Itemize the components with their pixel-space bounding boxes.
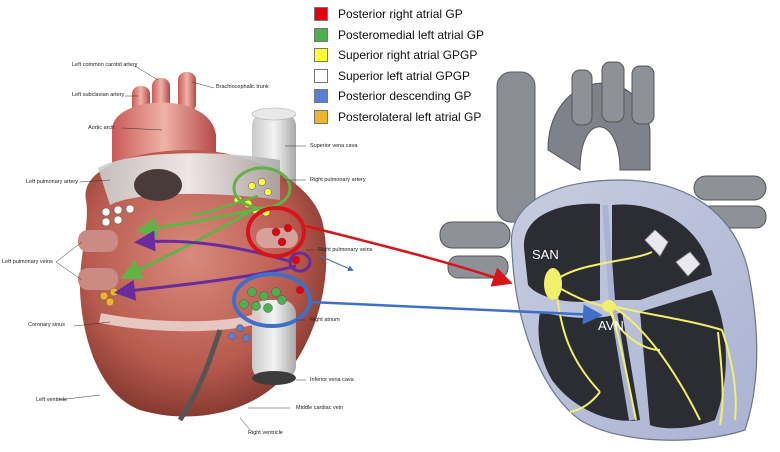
label-left-ventricle: Left ventricle (36, 397, 68, 403)
label-left-common-carotid: Left common carotid artery (72, 62, 138, 68)
label-brachiocephalic: Brachiocephalic trunk (216, 84, 269, 90)
label-left-pulmonary-artery: Left pulmonary artery (26, 179, 78, 185)
gp-connections (114, 166, 354, 328)
posterior-right-gp-oval (246, 206, 306, 258)
legend-item-superior-left-atrial: Superior left atrial GPGP (314, 66, 534, 87)
legend-item-superior-right-atrial: Superior right atrial GPGP (314, 45, 534, 66)
label-right-pulmonary-veins: Right pulmonary veins (318, 247, 373, 253)
label-avn: AVN (598, 318, 624, 333)
legend-label: Posterior descending GP (338, 89, 472, 104)
label-right-atrium: Right atrium (310, 317, 340, 323)
arrow-to-san (305, 224, 513, 287)
label-middle-cardiac-vein: Middle cardiac vein (296, 405, 344, 411)
inferior-vena-cava-vessel (252, 300, 296, 380)
legend-swatch (314, 48, 328, 63)
svc-opening (251, 107, 297, 121)
ivc-opening (252, 371, 296, 385)
right-pulmonary-vein-upper (256, 228, 298, 248)
legend-item-posteromedial-left-atrial: Posteromedial left atrial GP (314, 25, 534, 46)
left-pulmonary-vein-lower (78, 268, 118, 290)
leader-lines (55, 65, 314, 431)
label-right-pulmonary-artery: Right pulmonary artery (310, 177, 366, 183)
legend-label: Posterolateral left atrial GP (338, 109, 482, 124)
label-aortic-arch: Aortic arch (88, 125, 115, 131)
legend-swatch (314, 109, 328, 124)
superior-right-gp-oval (232, 166, 292, 210)
label-san: SAN (532, 247, 559, 262)
legend-item-posterior-descending: Posterior descending GP (314, 86, 534, 107)
legend-item-posterior-right-atrial: Posterior right atrial GP (314, 4, 534, 25)
label-coronary-sinus: Coronary sinus (28, 322, 65, 328)
legend-label: Posterior right atrial GP (338, 7, 463, 22)
middle-cardiac-vein-line (177, 329, 223, 422)
left-pulmonary-vein-upper (78, 230, 118, 252)
conduction-heart (439, 61, 767, 441)
legend-swatch (314, 7, 328, 22)
avn-node (602, 300, 616, 312)
legend-label: Posteromedial left atrial GP (338, 27, 485, 42)
legend-swatch (314, 27, 328, 42)
legend-swatch (314, 89, 328, 104)
legend-label: Superior right atrial GPGP (338, 48, 478, 63)
label-left-subclavian: Left subclavian artery (72, 92, 125, 98)
legend: Posterior right atrial GP Posteromedial … (314, 4, 534, 127)
san-node (544, 268, 562, 300)
legend-item-posterolateral-left-atrial: Posterolateral left atrial GP (314, 107, 534, 128)
legend-swatch (314, 68, 328, 83)
label-left-pulmonary-veins: Left pulmonary veins (2, 259, 53, 265)
brachiocephalic-vessel (178, 72, 196, 112)
posterior-descending-gp-oval (232, 272, 312, 328)
coronary-sinus-band (99, 313, 262, 332)
label-inferior-vena-cava: Inferior vena cava (310, 377, 354, 383)
label-right-ventricle: Right ventricle (248, 430, 283, 436)
anatomical-heart (78, 72, 327, 422)
legend-label: Superior left atrial GPGP (338, 68, 471, 83)
arrow-to-avn (309, 300, 603, 325)
label-superior-vena-cava: Superior vena cava (310, 143, 358, 149)
aorta-opening (134, 169, 182, 201)
